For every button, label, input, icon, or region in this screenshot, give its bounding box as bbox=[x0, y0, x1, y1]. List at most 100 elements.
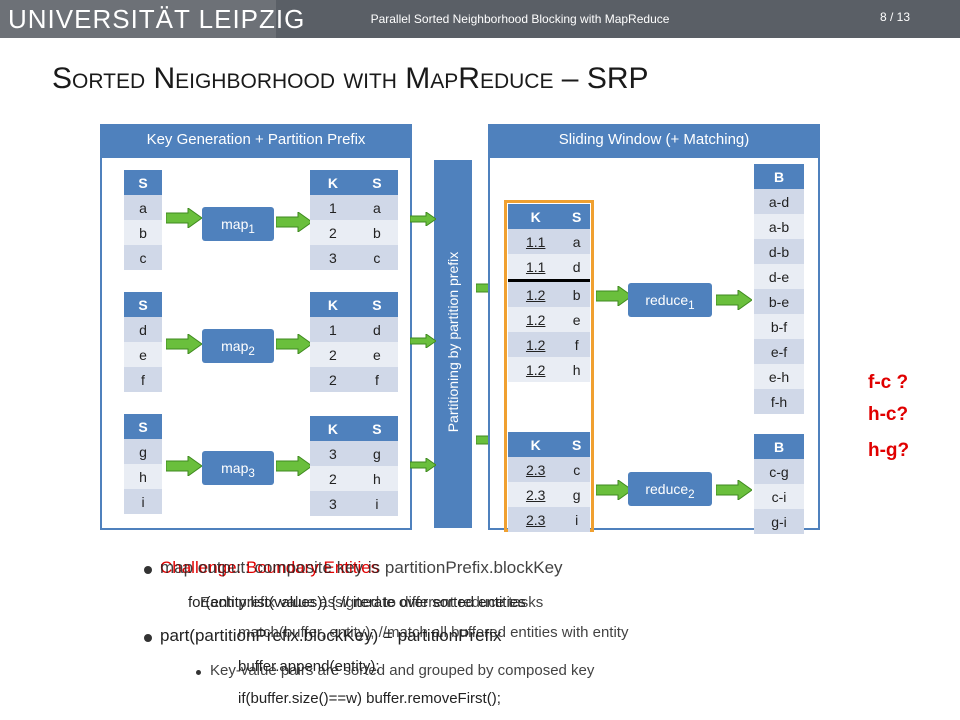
table-cell: e bbox=[355, 342, 398, 367]
map-1-box: map1 bbox=[202, 207, 274, 241]
table-cell: 1.2 bbox=[508, 332, 564, 357]
table-header: S bbox=[355, 170, 398, 195]
table-header: B bbox=[754, 164, 804, 189]
table-cell: 1.1 bbox=[508, 254, 564, 282]
code-line: if(buffer.size()==w) buffer.removeFirst(… bbox=[238, 690, 501, 707]
table-cell: 2.3 bbox=[508, 457, 564, 482]
table-cell: g bbox=[124, 439, 162, 464]
presentation-title: Parallel Sorted Neighborhood Blocking wi… bbox=[370, 12, 670, 26]
missing-pair-question: h-g? bbox=[868, 440, 910, 461]
table-cell: a-d bbox=[754, 189, 804, 214]
partition-bar bbox=[434, 160, 472, 528]
table-cell: c bbox=[124, 245, 162, 270]
reduce-2-box: reduce2 bbox=[628, 472, 712, 506]
table-cell: f bbox=[563, 332, 590, 357]
page-number: 8 / 13 bbox=[880, 10, 911, 24]
table-cell: 2.3 bbox=[508, 482, 564, 507]
arrow-right-icon bbox=[410, 458, 436, 472]
table-cell: b bbox=[124, 220, 162, 245]
table-cell: a bbox=[355, 195, 398, 220]
table-cell: i bbox=[563, 507, 590, 532]
reduce-1-box: reduce1 bbox=[628, 283, 712, 317]
arrow-right-icon bbox=[166, 208, 202, 228]
map-output-text: map output: composite key is partitionPr… bbox=[160, 558, 563, 577]
table-header: S bbox=[355, 292, 398, 317]
table-cell: d bbox=[355, 317, 398, 342]
map-3-box: map3 bbox=[202, 451, 274, 485]
table-cell: f bbox=[355, 367, 398, 392]
input-table-2: S d e f bbox=[124, 292, 162, 392]
left-panel-title: Key Generation + Partition Prefix bbox=[100, 124, 412, 156]
table-header: S bbox=[355, 416, 398, 441]
table-cell: 3 bbox=[310, 245, 356, 270]
blocking-pairs-table-1: B a-d a-b d-b d-e b-e b-f e-f e-h f-h bbox=[754, 164, 804, 414]
sort-note-text: Key-value pairs are sorted and grouped b… bbox=[210, 662, 595, 679]
table-cell: 1.1 bbox=[508, 229, 564, 254]
table-header: S bbox=[563, 204, 590, 229]
table-cell: a bbox=[563, 229, 590, 254]
table-cell: e-f bbox=[754, 339, 804, 364]
table-cell: a-b bbox=[754, 214, 804, 239]
partition-label: Partitioning by partition prefix bbox=[445, 251, 461, 433]
table-cell: 3 bbox=[310, 491, 356, 516]
code-line: buffer.append(entity); bbox=[238, 658, 380, 675]
bullet-icon bbox=[144, 634, 152, 642]
code-line: for(entity:list(values)) { // iterate ov… bbox=[188, 594, 526, 611]
arrow-right-icon bbox=[716, 480, 752, 500]
arrow-right-icon bbox=[596, 286, 632, 306]
table-cell: b-e bbox=[754, 289, 804, 314]
slide-title: Sorted Neighborhood with MapReduce – SRP bbox=[52, 62, 649, 95]
table-header: K bbox=[310, 292, 356, 317]
table-cell: i bbox=[355, 491, 398, 516]
table-cell: f bbox=[124, 367, 162, 392]
challenge-text: Challenge: Boundary Entities bbox=[160, 558, 380, 577]
table-header: K bbox=[508, 432, 564, 457]
table-header: S bbox=[563, 432, 590, 457]
table-cell: 3 bbox=[310, 441, 356, 466]
input-table-3: S g h i bbox=[124, 414, 162, 514]
table-cell: b bbox=[355, 220, 398, 245]
university-logo: UNIVERSITÄT LEIPZIG bbox=[8, 4, 306, 34]
table-header: S bbox=[124, 292, 162, 317]
missing-pair-question: h-c? bbox=[868, 404, 909, 425]
table-cell: g bbox=[355, 441, 398, 466]
arrow-right-icon bbox=[276, 212, 312, 232]
table-header: K bbox=[508, 204, 564, 229]
table-cell: c bbox=[563, 457, 590, 482]
table-cell: 1.2 bbox=[508, 357, 564, 382]
table-cell: c-i bbox=[754, 484, 804, 509]
input-table-1: S a b c bbox=[124, 170, 162, 270]
table-cell: f-h bbox=[754, 389, 804, 414]
arrow-right-icon bbox=[410, 212, 436, 226]
arrow-right-icon bbox=[410, 334, 436, 348]
arrow-right-icon bbox=[166, 334, 202, 354]
table-cell: 2 bbox=[310, 466, 356, 491]
arrow-right-icon bbox=[276, 334, 312, 354]
table-header: K bbox=[310, 416, 356, 441]
table-header: B bbox=[754, 434, 804, 459]
bullet-icon bbox=[196, 670, 201, 675]
prefix-note-text: Each prefix value assigned to different … bbox=[200, 594, 544, 611]
table-cell: e-h bbox=[754, 364, 804, 389]
table-cell: d-b bbox=[754, 239, 804, 264]
table-cell: e bbox=[563, 307, 590, 332]
table-cell: a bbox=[124, 195, 162, 220]
table-cell: 2.3 bbox=[508, 507, 564, 532]
table-cell: 1 bbox=[310, 195, 356, 220]
missing-pair-question: f-c ? bbox=[868, 372, 909, 393]
table-cell: 1.2 bbox=[508, 307, 564, 332]
table-cell: 2 bbox=[310, 220, 356, 245]
table-cell: g bbox=[563, 482, 590, 507]
right-panel-title: Sliding Window (+ Matching) bbox=[488, 124, 820, 156]
university-logo-box bbox=[0, 0, 276, 38]
table-header: K bbox=[310, 170, 356, 195]
table-cell: h bbox=[124, 464, 162, 489]
table-cell: h bbox=[563, 357, 590, 382]
table-cell: 1 bbox=[310, 317, 356, 342]
table-header: S bbox=[124, 414, 162, 439]
table-cell: b-f bbox=[754, 314, 804, 339]
